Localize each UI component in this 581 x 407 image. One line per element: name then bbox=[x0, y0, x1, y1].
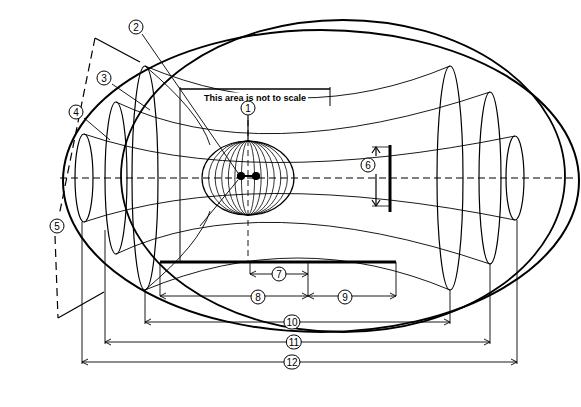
scale-bracket bbox=[180, 88, 330, 89]
extension-line bbox=[145, 290, 146, 324]
funnel-curve bbox=[116, 222, 490, 264]
funnel-curve bbox=[145, 66, 210, 145]
funnel-curve bbox=[145, 258, 450, 290]
ring-group bbox=[75, 66, 524, 290]
globe-meridian bbox=[215, 141, 281, 215]
extension-line bbox=[450, 290, 451, 324]
funnel-curve bbox=[116, 92, 490, 134]
dimension-line bbox=[58, 292, 104, 318]
globe-meridian bbox=[222, 141, 275, 215]
point-link bbox=[241, 175, 256, 177]
extension-line bbox=[308, 262, 309, 296]
outer-ellipse bbox=[63, 30, 579, 332]
leader-line bbox=[142, 34, 238, 173]
globe-outline bbox=[202, 141, 294, 215]
extension-line bbox=[517, 220, 518, 364]
dimension-line bbox=[375, 174, 376, 205]
ring bbox=[105, 102, 127, 254]
ring bbox=[132, 66, 158, 290]
callout-number: 2 bbox=[129, 20, 144, 35]
dimension-group bbox=[82, 271, 517, 365]
callout-number: 8 bbox=[251, 290, 266, 305]
ring bbox=[479, 92, 501, 264]
extension-line bbox=[490, 264, 491, 344]
scale-note: This area is not to scale bbox=[202, 93, 308, 104]
dimension-line bbox=[160, 296, 308, 297]
thick-bar bbox=[160, 261, 396, 264]
callout-number: 7 bbox=[272, 267, 287, 282]
callout-number: 4 bbox=[69, 105, 84, 120]
leader-line bbox=[84, 118, 110, 140]
leader-line bbox=[200, 180, 238, 226]
leader-line bbox=[112, 84, 150, 110]
scale-bracket bbox=[330, 87, 331, 106]
axis-line bbox=[60, 177, 576, 178]
scale-bracket bbox=[180, 87, 181, 262]
callout-number: 5 bbox=[50, 219, 65, 234]
globe-meridian bbox=[235, 141, 261, 215]
extension-line bbox=[372, 147, 390, 148]
globe-meridian bbox=[209, 141, 288, 215]
funnel-curve bbox=[84, 134, 515, 163]
extension-line bbox=[250, 262, 251, 274]
outer-ellipse bbox=[121, 20, 565, 332]
callout-number: 11 bbox=[286, 335, 302, 350]
ring bbox=[506, 136, 524, 220]
thick-bar bbox=[389, 145, 392, 212]
globe-meridian bbox=[228, 141, 267, 215]
funnel-curves bbox=[84, 66, 515, 290]
extension-line bbox=[105, 230, 106, 344]
axis-line bbox=[248, 100, 249, 262]
dimension-line bbox=[59, 38, 95, 216]
arrow-head bbox=[372, 147, 380, 206]
callout-number: 6 bbox=[361, 158, 376, 173]
callout-number: 3 bbox=[97, 71, 112, 86]
arrow-head bbox=[160, 293, 308, 299]
dimension-line bbox=[55, 236, 58, 318]
callout-number: 12 bbox=[283, 355, 300, 370]
extension-line bbox=[160, 262, 161, 296]
ring bbox=[75, 134, 93, 222]
dimension-line bbox=[375, 148, 376, 156]
funnel-curve bbox=[145, 211, 210, 290]
extension-line bbox=[396, 262, 397, 296]
leader-line bbox=[247, 116, 248, 141]
callout-number: 10 bbox=[283, 315, 300, 330]
extension-line bbox=[82, 222, 83, 364]
globe-figure bbox=[202, 141, 294, 215]
extension-line bbox=[372, 206, 390, 207]
ring bbox=[437, 66, 463, 290]
funnel-curve bbox=[84, 193, 515, 222]
dimension-line bbox=[95, 38, 140, 62]
callout-number: 9 bbox=[338, 290, 353, 305]
callout-number: 1 bbox=[241, 101, 256, 116]
